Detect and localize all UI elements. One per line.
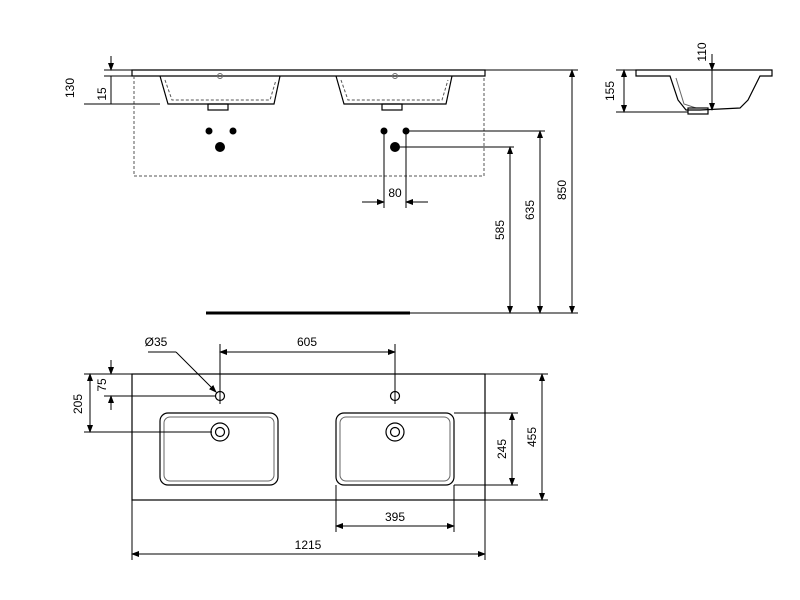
dim-635: 635 [523, 200, 537, 220]
dim-155: 155 [603, 81, 617, 101]
top-right-bowl [335, 412, 455, 486]
side-view: 155 110 [603, 42, 773, 115]
dim-hole-diameter: Ø35 [145, 335, 168, 349]
dim-75: 75 [95, 378, 109, 392]
front-countertop [131, 69, 486, 77]
dim-455: 455 [525, 427, 539, 447]
front-left-drain [207, 103, 229, 111]
front-view: 130 15 80 585 635 850 [63, 56, 578, 315]
dim-80: 80 [388, 186, 402, 200]
dim-850: 850 [555, 180, 569, 200]
dim-245: 245 [495, 439, 509, 459]
dim-605: 605 [297, 335, 317, 349]
top-view: Ø35 605 75 205 245 455 395 1215 [71, 335, 548, 560]
dim-15: 15 [95, 87, 109, 101]
front-right-drain [381, 103, 403, 111]
dim-585: 585 [493, 220, 507, 240]
dim-1215: 1215 [295, 538, 322, 552]
dim-395: 395 [385, 510, 405, 524]
top-left-bowl [159, 412, 279, 486]
side-profile [635, 69, 773, 111]
top-countertop [131, 373, 486, 501]
dim-205: 205 [71, 394, 85, 414]
dim-130: 130 [63, 78, 77, 98]
cabinet-outline [133, 76, 485, 177]
dim-110: 110 [695, 42, 709, 61]
